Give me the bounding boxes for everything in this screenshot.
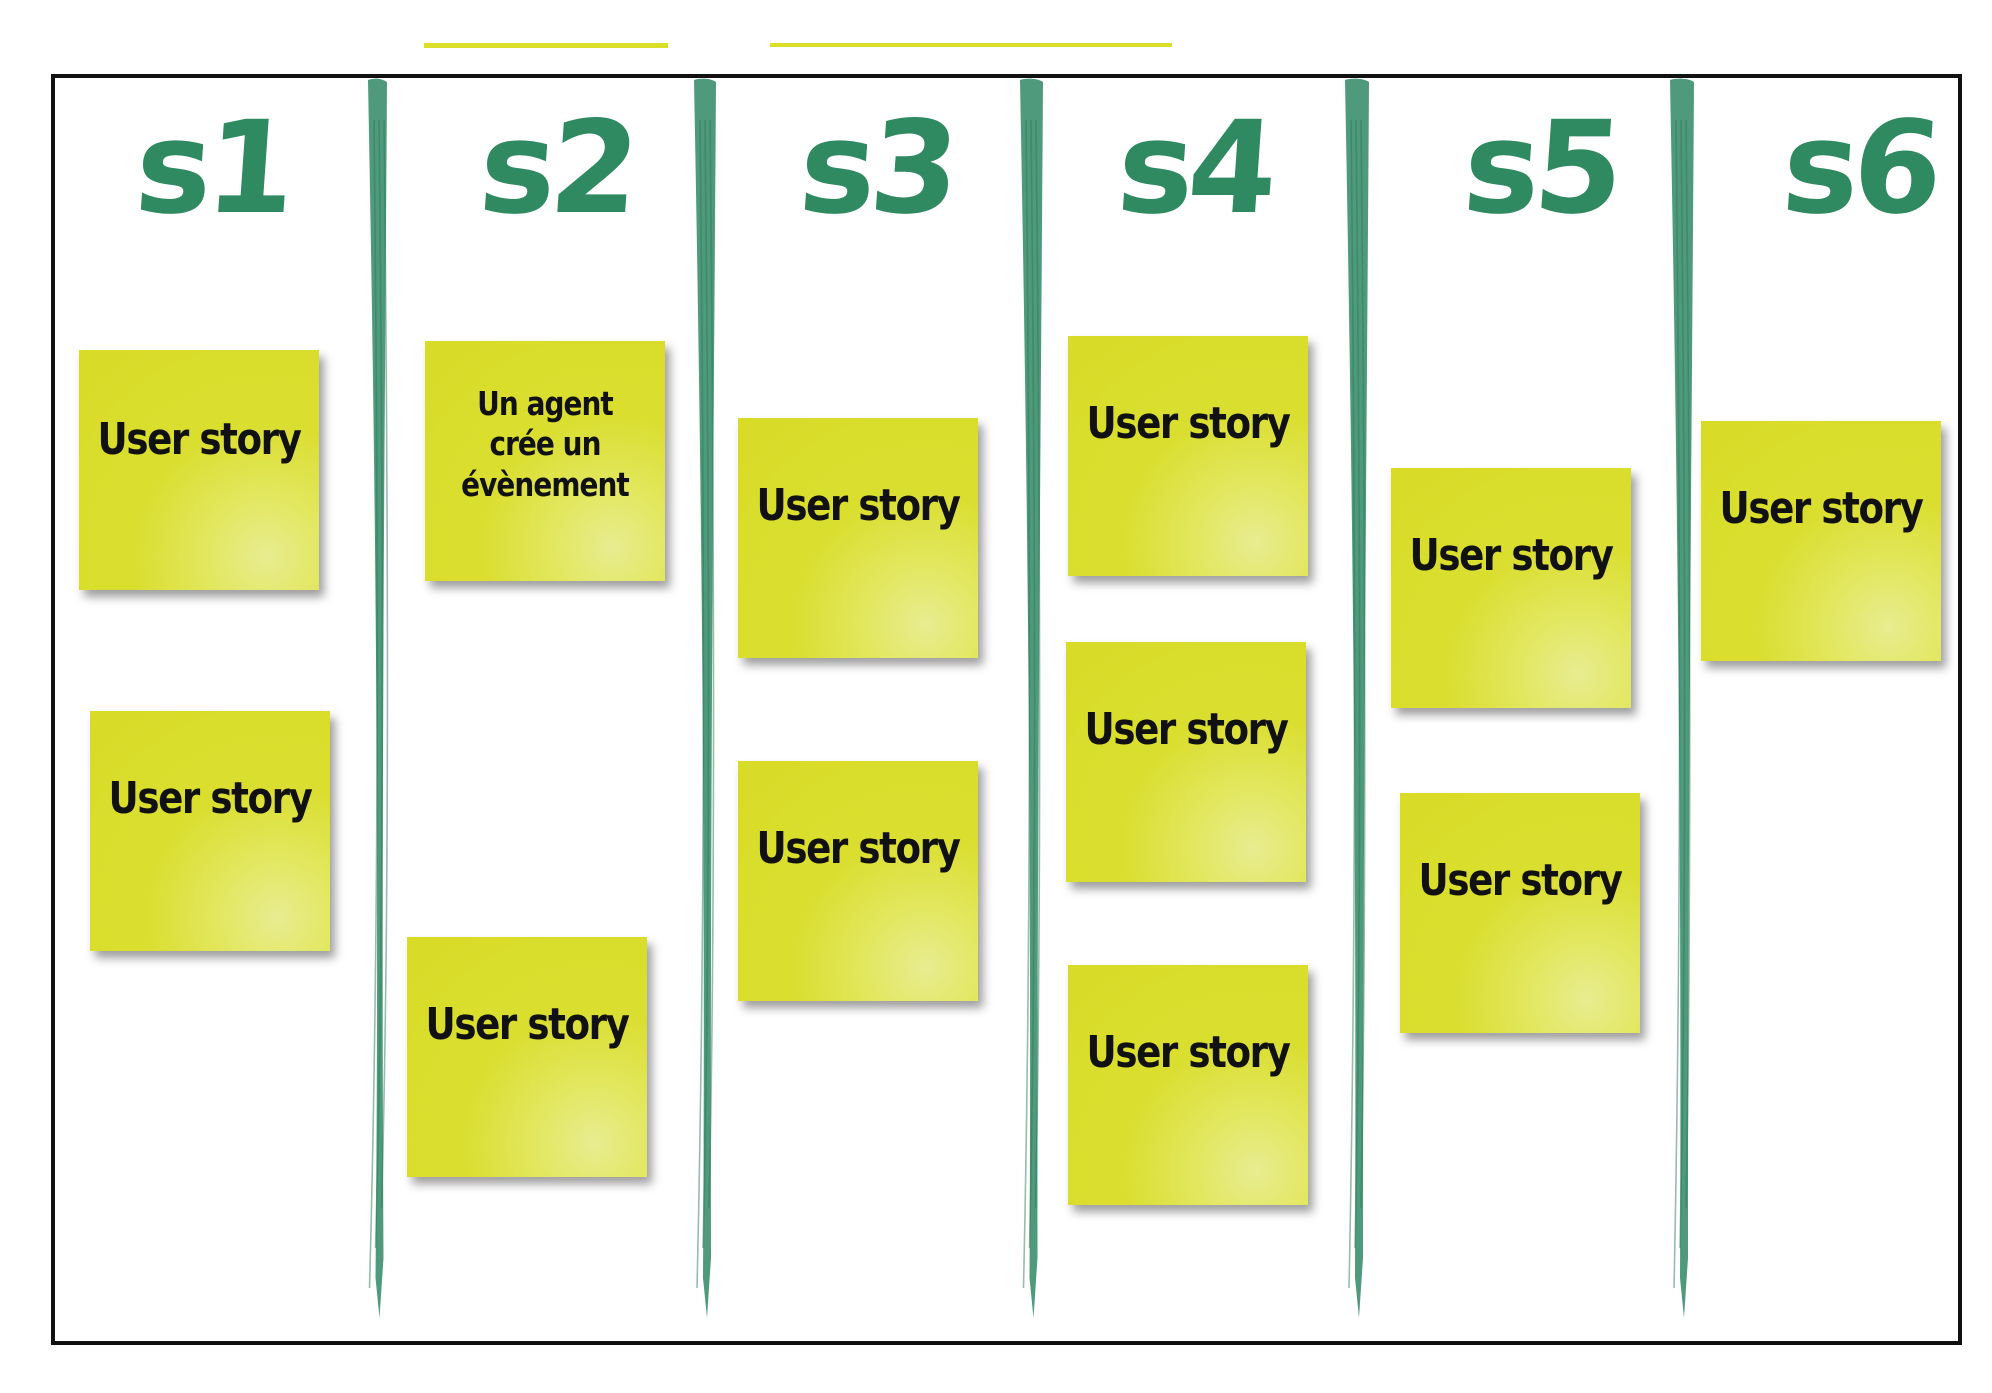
sticky-note[interactable]: User story <box>407 937 647 1177</box>
note-text: User story <box>97 414 302 465</box>
note-text: Un agent crée un évènement <box>461 384 630 504</box>
note-text: User story <box>1086 1027 1291 1078</box>
column-divider-streak <box>1673 119 1681 1289</box>
column-divider-streak <box>702 119 710 1249</box>
column-divider-streak <box>1354 119 1361 1249</box>
column-divider-streak <box>1028 119 1036 1249</box>
note-text: User story <box>1418 855 1623 906</box>
sticky-note[interactable]: User story <box>738 761 978 1001</box>
column-divider-streak <box>1685 119 1691 1209</box>
sticky-note[interactable]: User story <box>1391 468 1631 708</box>
column-divider-streak <box>1348 119 1356 1289</box>
column-divider-streak <box>1679 119 1686 1249</box>
note-text: User story <box>1719 483 1924 534</box>
sprint-header-s5: s5 <box>1458 94 1623 243</box>
column-divider-streak <box>1034 119 1041 1209</box>
note-text: User story <box>1084 704 1289 755</box>
column-divider-streak <box>1360 119 1366 1209</box>
sprint-header-s3: s3 <box>794 94 959 243</box>
note-text: User story <box>425 999 630 1050</box>
note-text: User story <box>756 823 961 874</box>
sticky-note[interactable]: User story <box>1400 793 1640 1033</box>
sticky-note[interactable]: User story <box>79 350 319 590</box>
column-divider-streak <box>1022 119 1031 1289</box>
sticky-note[interactable]: User story <box>1068 336 1308 576</box>
column-divider-streak <box>708 119 715 1209</box>
sticky-note[interactable]: User story <box>1066 642 1306 882</box>
sprint-header-s2: s2 <box>474 94 639 243</box>
sprint-header-s1: s1 <box>130 94 295 243</box>
top-bar-left <box>424 43 668 48</box>
sprint-board <box>51 74 1962 1345</box>
column-divider-streak <box>380 119 389 1209</box>
sprint-header-s4: s4 <box>1112 94 1277 243</box>
sticky-note[interactable]: User story <box>1701 421 1941 661</box>
sticky-note[interactable]: User story <box>738 418 978 658</box>
note-text: User story <box>1409 530 1614 581</box>
column-divider-stroke <box>1020 78 1043 1319</box>
note-text: User story <box>108 773 313 824</box>
note-text: User story <box>756 480 961 531</box>
sprint-header-s6: s6 <box>1777 94 1942 243</box>
column-divider-streak <box>374 119 384 1249</box>
top-bar-right <box>770 43 1172 47</box>
sticky-note[interactable]: Un agent crée un évènement <box>425 341 665 581</box>
column-divider-streak <box>368 119 379 1289</box>
sticky-note[interactable]: User story <box>90 711 330 951</box>
note-text: User story <box>1086 398 1291 449</box>
column-divider-stroke <box>694 78 716 1319</box>
column-divider-streak <box>696 119 705 1289</box>
sticky-note[interactable]: User story <box>1068 965 1308 1205</box>
